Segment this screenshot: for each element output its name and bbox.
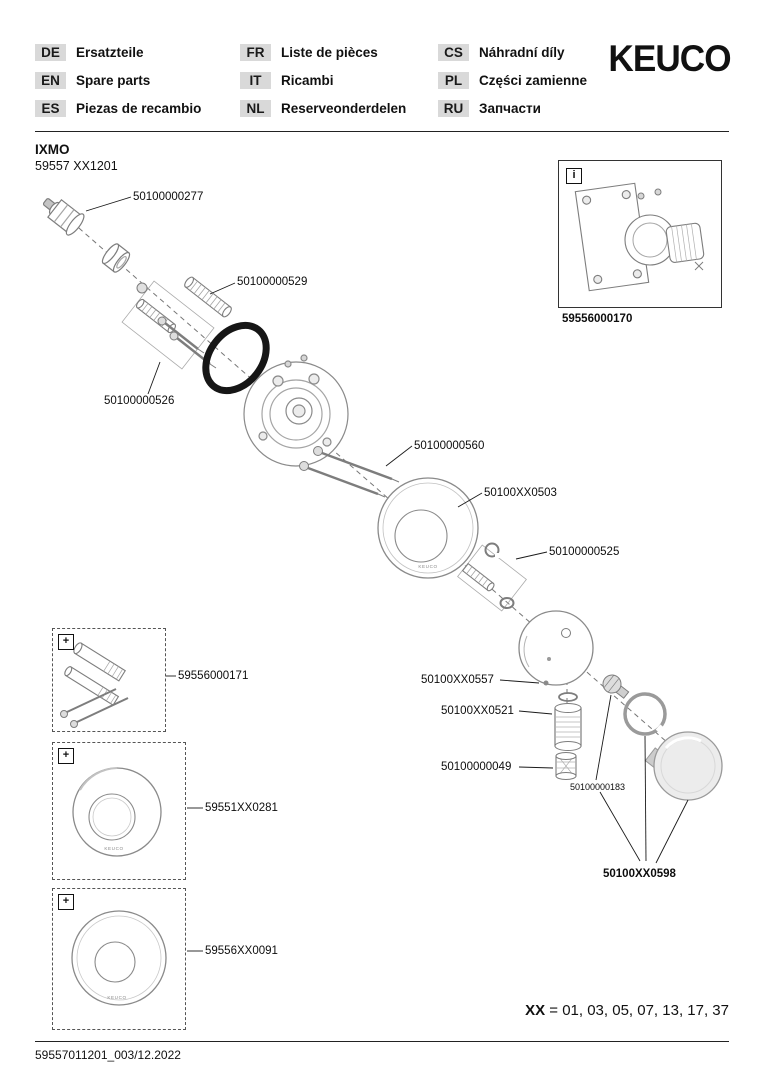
language-code-badge: FR [240,44,271,61]
language-row-it: IT Ricambi [240,72,438,89]
language-code-badge: ES [35,100,66,117]
o-ring-large-drawing [202,321,270,395]
o-ring-small-drawing [558,692,578,702]
part-label-extension-ring: 59551XX0281 [205,802,278,814]
pin-set-drawing [461,542,515,609]
flat-escutcheon-micro-brand: KEUCO [107,995,126,1000]
language-label: Запчасти [479,101,541,116]
part-label-small-screw: 50100000183 [570,782,626,792]
product-series: IXMO [35,142,70,157]
language-label: Ricambi [281,73,334,88]
language-code-badge: EN [35,72,66,89]
variant-code-bold: XX [525,1002,546,1019]
variant-code-values: = 01, 03, 05, 07, 13, 17, 37 [549,1002,729,1019]
extension-ring-drawing: KEUCO [72,767,162,857]
language-code-badge: IT [240,72,271,89]
info-icon: i [566,168,582,184]
part-label-extension-set: 59556000171 [178,670,249,682]
escutcheon-micro-brand: KEUCO [418,564,437,569]
leader-lines [85,196,689,952]
part-label-handle-base: 50100XX0557 [421,674,494,686]
language-row-es: ES Piezas de recambio [35,100,240,117]
language-row-pl: PL Części zamienne [438,72,610,89]
part-label-check-valve: 50100000049 [441,761,512,773]
language-row-nl: NL Reserveonderdelen [240,100,438,117]
language-row-fr: FR Liste de pièces [240,44,438,61]
screw-pair-lower-drawing [299,446,400,498]
product-model: 59557 XX1201 [35,159,118,173]
language-label: Części zamienne [479,73,588,88]
knurled-screw-drawing [602,674,630,699]
language-code-badge: CS [438,44,469,61]
language-label: Náhradní díly [479,45,565,60]
flat-escutcheon-inset-box [52,888,186,1030]
check-valve-drawing [555,752,577,780]
nut-drawing [101,243,131,273]
threaded-nipple-drawing [184,276,232,318]
cartridge-drawing [42,198,85,236]
concealed-valve-drawing [574,182,705,292]
flat-escutcheon-drawing: KEUCO [71,910,167,1006]
language-row-cs: CS Náhradní díly [438,44,610,61]
sleeve-drawing [554,703,582,751]
plus-icon: + [58,894,74,910]
language-code-badge: DE [35,44,66,61]
language-header: DE Ersatzteile FR Liste de pièces CS Náh… [35,44,610,117]
dome-handle-drawing [644,731,723,801]
language-code-badge: PL [438,72,469,89]
handle-base-drawing [518,610,594,686]
extension-ring-inset-box [52,742,186,880]
language-label: Liste de pièces [281,45,378,60]
language-code-badge: RU [438,100,469,117]
language-label: Piezas de recambio [76,101,202,116]
plus-icon: + [58,634,74,650]
language-row-de: DE Ersatzteile [35,44,240,61]
plus-icon: + [58,748,74,764]
grub-screw-drawing [543,680,549,686]
ring-micro-brand: KEUCO [104,846,123,851]
part-label-screw-set-upper: 50100000526 [104,395,175,407]
part-label-handle-set: 50100XX0598 [603,868,676,880]
language-row-ru: RU Запчасти [438,100,610,117]
language-row-en: EN Spare parts [35,72,240,89]
part-label-sleeve: 50100XX0521 [441,705,514,717]
language-label: Ersatzteile [76,45,144,60]
variant-code-note: XX = 01, 03, 05, 07, 13, 17, 37 [525,1002,729,1019]
language-label: Reserveonderdelen [281,101,407,116]
ball-drawing [136,282,148,294]
part-label-cartridge: 50100000277 [133,191,204,203]
retaining-ring-drawing [623,692,670,738]
part-label-nipple: 50100000529 [237,276,308,288]
language-code-badge: NL [240,100,271,117]
part-label-escutcheon: 50100XX0503 [484,487,557,499]
mounting-flange-drawing [243,354,349,467]
part-label-concealed-valve: 59556000170 [562,313,633,325]
concealed-valve-inset-box [558,160,722,308]
part-label-screw-set-lower: 50100000560 [414,440,485,452]
language-label: Spare parts [76,73,151,88]
header-divider [35,131,729,132]
footer-divider [35,1041,729,1042]
part-label-pin-set: 50100000525 [549,546,620,558]
extension-set-inset-box [52,628,166,732]
extension-set-drawing [60,642,129,728]
keuco-logo: KEUCO [608,38,732,79]
part-label-flat-escutcheon: 59556XX0091 [205,945,278,957]
document-id: 59557011201_003/12.2022 [35,1048,181,1062]
escutcheon-ring-drawing: KEUCO [377,477,479,579]
